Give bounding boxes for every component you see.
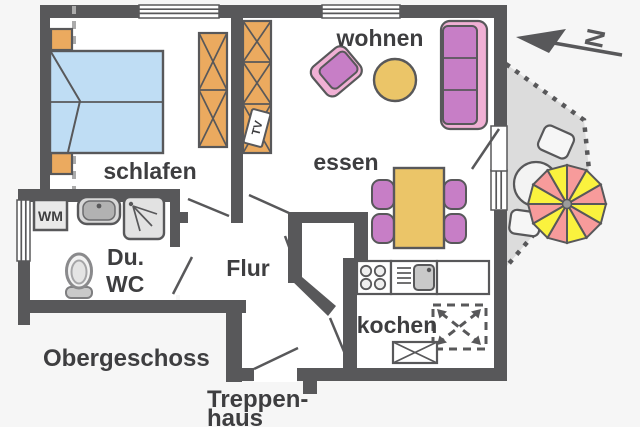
window-bedroom-north [138,4,220,19]
door-kitchen [328,317,350,362]
label-floor: Obergeschoss [43,345,210,372]
tv-unit: TV [242,108,272,148]
toilet [65,252,93,299]
kitchen-counter [435,259,491,296]
windows [16,4,508,262]
wall-east-lower [494,210,507,381]
nightstand-bottom [49,151,74,176]
wall-bath-east [170,201,180,247]
wall-west-lower-a [18,189,30,202]
window-living-north [321,4,401,19]
armchair [309,45,363,98]
kitchen-sink [389,259,439,296]
double-bed [48,49,165,155]
wardrobe-left [197,31,229,149]
door-balcony [470,128,501,170]
label-stairwell-line1: Treppen- [207,386,308,413]
wall-diagonal [288,277,336,316]
stair-door-gap [253,367,297,382]
parasol-pole [561,198,573,210]
parasol [526,163,608,245]
shower [122,195,166,241]
window-dining-east [490,169,508,211]
label-living: wohnen [336,25,424,51]
washing-machine-label: WM [38,208,63,224]
door-stairwell [253,346,299,371]
balcony-door-opening [490,125,508,172]
wall-west-upper [40,5,50,189]
window-bath-west [16,199,31,262]
wall-west-lower-b [18,260,30,325]
balcony-chair-top [536,124,576,160]
wall-south-stub [303,381,317,394]
wall-east-upper [494,18,507,126]
wall-kitchen-west-lower [343,258,357,370]
room-labels: schlafen wohnen essen Flur kochen Du. WC… [43,25,437,427]
nightstand-top [49,27,74,52]
placement-dashed-square [431,303,488,351]
label-bath-line2: WC [106,271,144,297]
dining-table [392,166,446,250]
bathroom-fixtures: WM [32,195,166,299]
wall-north [40,5,507,18]
wall-stair-west [226,310,242,382]
label-bath-line1: Du. [107,244,144,270]
wall-dining-hall [288,223,302,283]
dining-chair [371,179,395,210]
stove [355,259,393,296]
north-arrow-head [516,29,566,53]
wall-bath-south [18,300,246,313]
wall-bedroom-living [231,18,243,223]
wall-hall-top-right [288,212,368,223]
dining-chair [443,179,467,210]
coffee-table [372,57,418,103]
label-hallway: Flur [226,255,269,281]
dining-chair [443,213,467,244]
label-stairwell-line2: haus [207,405,263,427]
wall-south-left [242,368,254,381]
door-swings [171,128,501,371]
bath-door-gap [172,247,182,295]
door-bath [171,256,194,295]
dining-chair [371,213,395,244]
kitchen-units [355,259,491,365]
appliance-x-box [391,340,439,365]
label-dining: essen [313,149,378,175]
sofa [439,19,489,131]
north-arrow: N [516,26,623,57]
north-arrow-shaft [547,40,623,57]
hallway-floor [180,201,288,368]
wall-hall-top-left [176,212,188,223]
door-bedroom [187,197,230,218]
washing-machine: WM [32,198,69,232]
door-dining [283,235,300,272]
dining-furniture [371,166,467,250]
bedroom-furniture: TV [48,19,273,176]
wall-south-right [297,368,506,381]
wardrobe-right-tv: TV [241,19,273,155]
tv-label: TV [250,119,265,137]
label-bedroom: schlafen [103,158,196,184]
living-furniture [309,19,489,131]
label-kitchen: kochen [357,312,438,338]
door-living [248,193,290,215]
bath-sink [76,195,122,226]
